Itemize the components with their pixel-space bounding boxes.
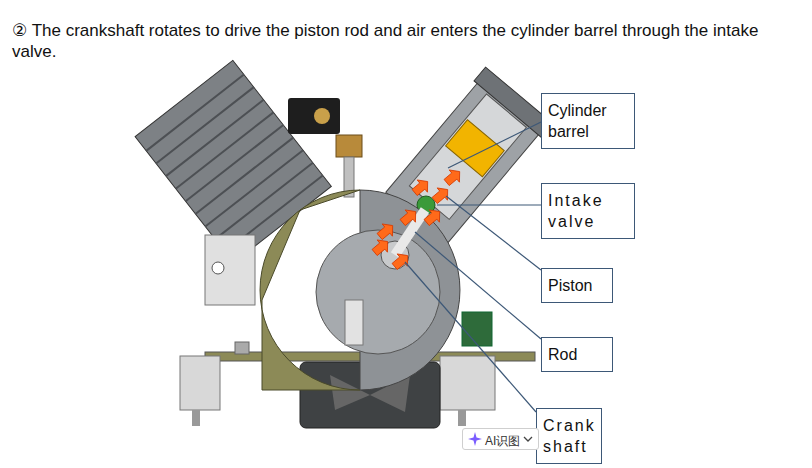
piston [446, 120, 505, 177]
chevron-icon [522, 429, 534, 449]
callout-label: Piston [548, 275, 606, 296]
ai-button: AI识图 [462, 428, 539, 450]
sparkle-icon [468, 432, 482, 446]
sparkle-icon [467, 429, 483, 449]
airflow-arrows [369, 165, 464, 272]
foot-block [180, 356, 220, 410]
leader-line [446, 196, 541, 270]
green-connector [462, 312, 492, 346]
leader-line [415, 232, 541, 339]
leader-lines [405, 122, 541, 412]
bolt [458, 410, 466, 426]
bolt [235, 342, 249, 354]
crank-disk [316, 230, 440, 354]
callout-label: Rod [548, 344, 606, 365]
cylinder-head [135, 60, 331, 262]
callout-box: Rod [541, 337, 613, 372]
brass-fitting [336, 135, 362, 157]
callout-label: Cylinder barrel [548, 100, 628, 142]
cylinder-bore [409, 94, 526, 219]
leader-line [437, 204, 541, 205]
leader-line [405, 262, 536, 412]
foot-block [440, 356, 495, 410]
callout-box: Piston [541, 268, 613, 303]
side-box-hole [212, 262, 224, 274]
side-box [205, 235, 255, 305]
fitting [314, 108, 330, 124]
callout-box: Intake valve [541, 183, 635, 239]
heading-text: ② The crankshaft rotates to drive the pi… [12, 20, 804, 62]
callout-label: Intake valve [548, 190, 628, 232]
callout-box: Crank shaft [536, 408, 602, 464]
solenoid-valve [288, 98, 340, 134]
bearing [345, 300, 363, 345]
button-label: AI识图 [485, 434, 520, 448]
leader-line [448, 122, 541, 168]
chevron-icon [524, 437, 532, 441]
left-cylinder [135, 60, 331, 262]
callout-box: Cylinder barrel [541, 93, 635, 149]
callout-label: Crank shaft [543, 415, 595, 457]
bolt [192, 410, 200, 426]
right-cylinder [383, 67, 553, 246]
